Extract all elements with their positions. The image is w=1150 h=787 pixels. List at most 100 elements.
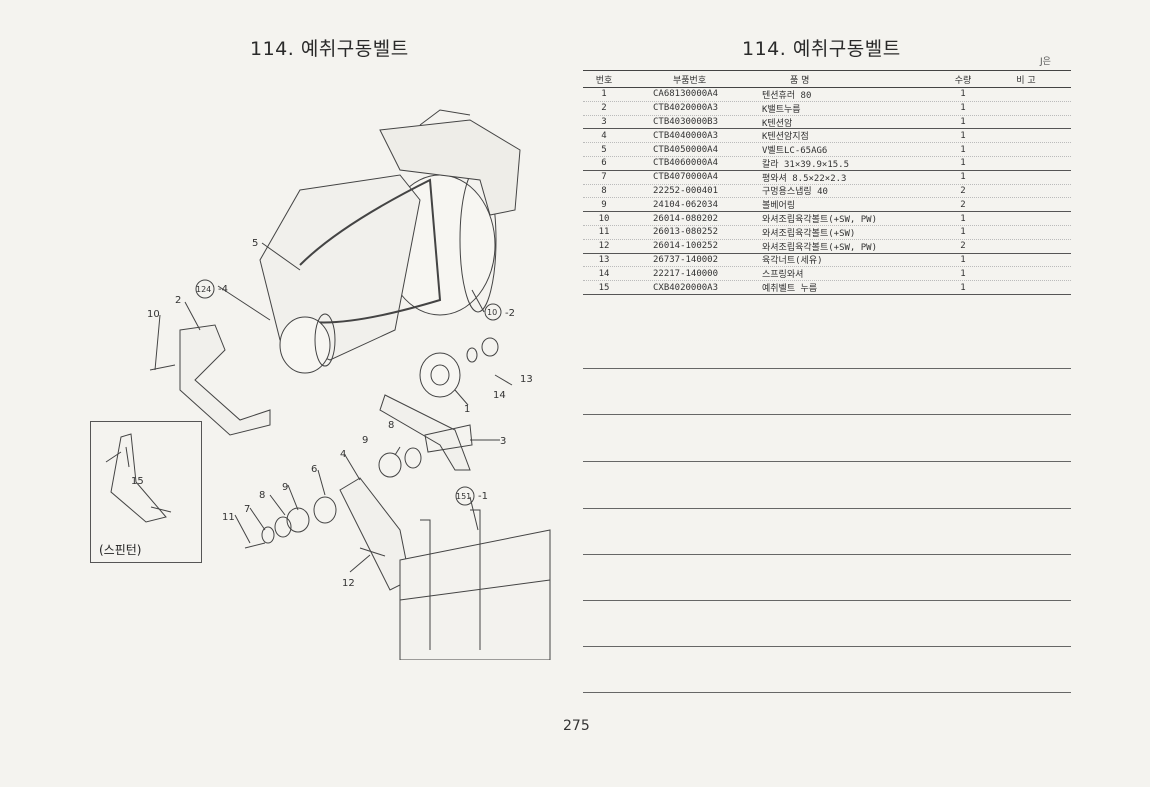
row-name: 와셔조립육각볼트(+SW, PW) — [762, 215, 878, 226]
row-name: 칼라 31×39.9×15.5 — [762, 159, 850, 170]
row-name: V벨트LC-65AG6 — [762, 146, 828, 157]
row-part-no: CXB4020000A3 — [653, 282, 719, 293]
snap-ring-8-lower — [274, 516, 292, 538]
callout-5: 5 — [252, 238, 258, 249]
bolt-11 — [244, 542, 266, 549]
row-name: 예취벨트 누름 — [762, 284, 818, 295]
blank-ruled-area — [583, 320, 1071, 700]
header-part-no: 부품번호 — [673, 75, 707, 86]
row-name: 텐션휴러 80 — [762, 90, 812, 101]
row-no: 14 — [598, 268, 610, 279]
row-qty: 1 — [960, 130, 966, 141]
table-row: 1 CA68130000A4 텐션휴러 80 1 — [583, 88, 1071, 102]
collar-6 — [313, 496, 337, 524]
row-no: 8 — [601, 185, 607, 196]
bolt-12 — [359, 547, 386, 557]
row-part-no: CTB4040000A3 — [653, 130, 719, 141]
callout-11: 11 — [222, 512, 235, 523]
row-qty: 2 — [960, 185, 966, 196]
row-part-no: 22217-140000 — [653, 268, 719, 279]
row-qty: 2 — [960, 199, 966, 210]
svg-text:-1: -1 — [478, 491, 488, 502]
exploded-diagram: 1 2 3 4 5 6 7 8 8 9 9 10 11 12 13 14 124… — [147, 109, 551, 660]
row-qty: 1 — [960, 268, 966, 279]
corner-mark: J은 — [1040, 57, 1051, 67]
row-name: 구멍용스냅링 40 — [762, 187, 828, 198]
callout-1: 1 — [464, 404, 470, 415]
callout-12: 12 — [342, 578, 355, 589]
header-name: 품 명 — [790, 75, 810, 86]
snap-ring-8-upper — [404, 447, 422, 469]
bolt-10 — [149, 364, 176, 371]
body-plate — [259, 174, 421, 361]
row-qty: 1 — [960, 282, 966, 293]
callout-9-upper: 9 — [362, 435, 368, 446]
row-no: 6 — [601, 158, 607, 169]
ref-151-marker: 151 -1 — [455, 486, 488, 506]
row-part-no: 26014-080202 — [653, 213, 719, 224]
row-qty: 1 — [960, 89, 966, 100]
row-part-no: 26737-140002 — [653, 254, 719, 265]
table-row: 15 CXB4020000A3 예취벨트 누름 1 — [583, 281, 1071, 295]
row-no: 2 — [601, 103, 607, 114]
row-name: 스프링와셔 — [762, 270, 804, 281]
callout-10: 10 — [147, 309, 160, 320]
callout-6: 6 — [311, 464, 317, 475]
row-qty: 1 — [960, 172, 966, 183]
row-qty: 1 — [960, 103, 966, 114]
row-part-no: CTB4030000B3 — [653, 116, 719, 127]
row-no: 12 — [598, 241, 610, 252]
table-row: 10 26014-080202 와셔조립육각볼트(+SW, PW) 1 — [583, 212, 1071, 226]
row-no: 10 — [598, 213, 610, 224]
bearing-9-lower — [286, 507, 310, 533]
tension-arm — [379, 394, 471, 471]
svg-text:-2: -2 — [505, 308, 515, 319]
tension-roller — [419, 352, 461, 398]
svg-text:151: 151 — [456, 492, 471, 501]
row-name: K텐션암지점 — [762, 132, 809, 143]
svg-text:124: 124 — [196, 285, 211, 294]
callout-8-upper: 8 — [388, 420, 394, 431]
row-no: 3 — [601, 116, 607, 127]
row-qty: 1 — [960, 158, 966, 169]
row-qty: 1 — [960, 213, 966, 224]
row-no: 5 — [601, 144, 607, 155]
callout-4: 4 — [340, 449, 346, 460]
belt-holder-bracket — [179, 324, 271, 436]
svg-text:-4: -4 — [218, 284, 228, 295]
washer-part-14 — [466, 347, 478, 363]
row-name: 평와셔 8.5×22×2.3 — [762, 173, 847, 184]
ref-10-marker: 10 -2 — [484, 303, 515, 321]
row-qty: 1 — [960, 144, 966, 155]
small-pulley — [279, 316, 331, 374]
row-part-no: 24104-062034 — [653, 199, 719, 210]
callout-2: 2 — [175, 295, 181, 306]
inset-drawing: 15 — [105, 433, 172, 523]
row-name: 와셔조립육각볼트(+SW, PW) — [762, 242, 878, 253]
frame-structure — [399, 529, 551, 660]
header-qty: 수량 — [954, 75, 972, 86]
row-qty: 2 — [960, 241, 966, 252]
parts-table-header: 번호 부품번호 품 명 수량 비 고 — [583, 70, 1071, 88]
washer-7 — [261, 526, 275, 544]
header-no: 번호 — [595, 75, 613, 86]
row-part-no: 26013-080252 — [653, 227, 719, 238]
row-no: 15 — [598, 282, 610, 293]
row-name: 볼베어링 — [762, 201, 796, 212]
row-part-no: CA68130000A4 — [653, 89, 719, 100]
callout-14: 14 — [493, 390, 506, 401]
shaft — [424, 424, 473, 453]
row-no: 13 — [598, 254, 610, 265]
row-no: 1 — [601, 89, 607, 100]
row-qty: 1 — [960, 116, 966, 127]
